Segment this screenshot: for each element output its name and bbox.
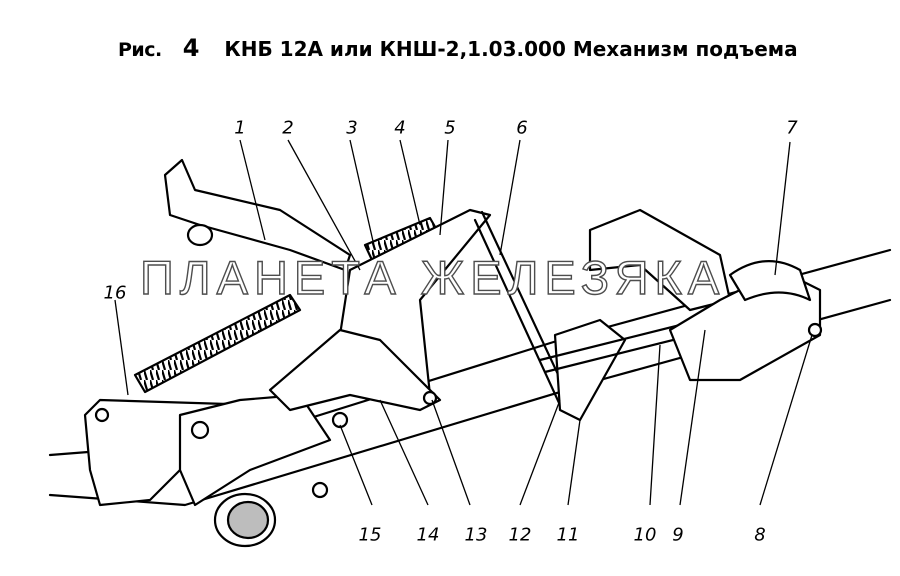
pin-15 [331,411,349,429]
part-label-7: 7 [786,117,798,139]
leader-10 [649,344,661,506]
part-label-8: 8 [754,524,766,546]
bolt-left [94,407,110,423]
part-label-16: 16 [103,282,127,304]
part-label-5: 5 [444,117,456,139]
part-label-12: 12 [508,524,532,546]
hub-inner [226,500,270,540]
pin-13 [422,390,438,406]
bearing-cap [728,260,812,302]
leader-4 [399,139,421,226]
part-label-13: 13 [464,524,488,546]
watermark: ПЛАНЕТА ЖЕЛЕЗЯКА [139,250,726,304]
leader-2 [287,139,361,271]
part-label-3: 3 [346,117,358,139]
part-label-1: 1 [234,117,246,139]
long-spring-outline [133,293,302,394]
leader-3 [349,139,376,251]
leader-1 [239,139,266,241]
figure-prefix: Рис. [118,39,162,61]
leader-13 [431,399,471,506]
figure-number: 4 [182,34,200,62]
part-label-14: 14 [416,524,440,546]
leader-11 [567,419,581,506]
bolt-right [190,420,210,440]
pin-bottom [311,481,329,499]
leader-9 [679,329,706,506]
link-rod-2 [473,218,562,407]
figure-title: Рис. 4 КНБ 12А или КНШ-2,1.03.000 Механи… [118,34,798,62]
leader-12 [519,399,561,506]
leader-15 [339,424,373,506]
part-label-11: 11 [556,524,580,546]
leader-14 [379,399,429,506]
leader-7 [774,141,791,276]
leader-5 [439,139,449,236]
leader-16 [114,299,129,396]
part-label-4: 4 [394,117,406,139]
crank-arm [553,318,627,422]
part-label-2: 2 [282,117,294,139]
top-bracket [163,158,352,272]
part-label-15: 15 [358,524,382,546]
leader-6 [499,139,521,256]
part-label-6: 6 [516,117,528,139]
pin-8 [807,322,823,338]
frame-right-plate [178,393,332,507]
top-bushing [186,223,214,247]
part-label-9: 9 [672,524,684,546]
part-label-10: 10 [633,524,657,546]
leader-8 [759,334,813,506]
figure-caption: КНБ 12А или КНШ-2,1.03.000 Механизм подъ… [224,37,798,61]
